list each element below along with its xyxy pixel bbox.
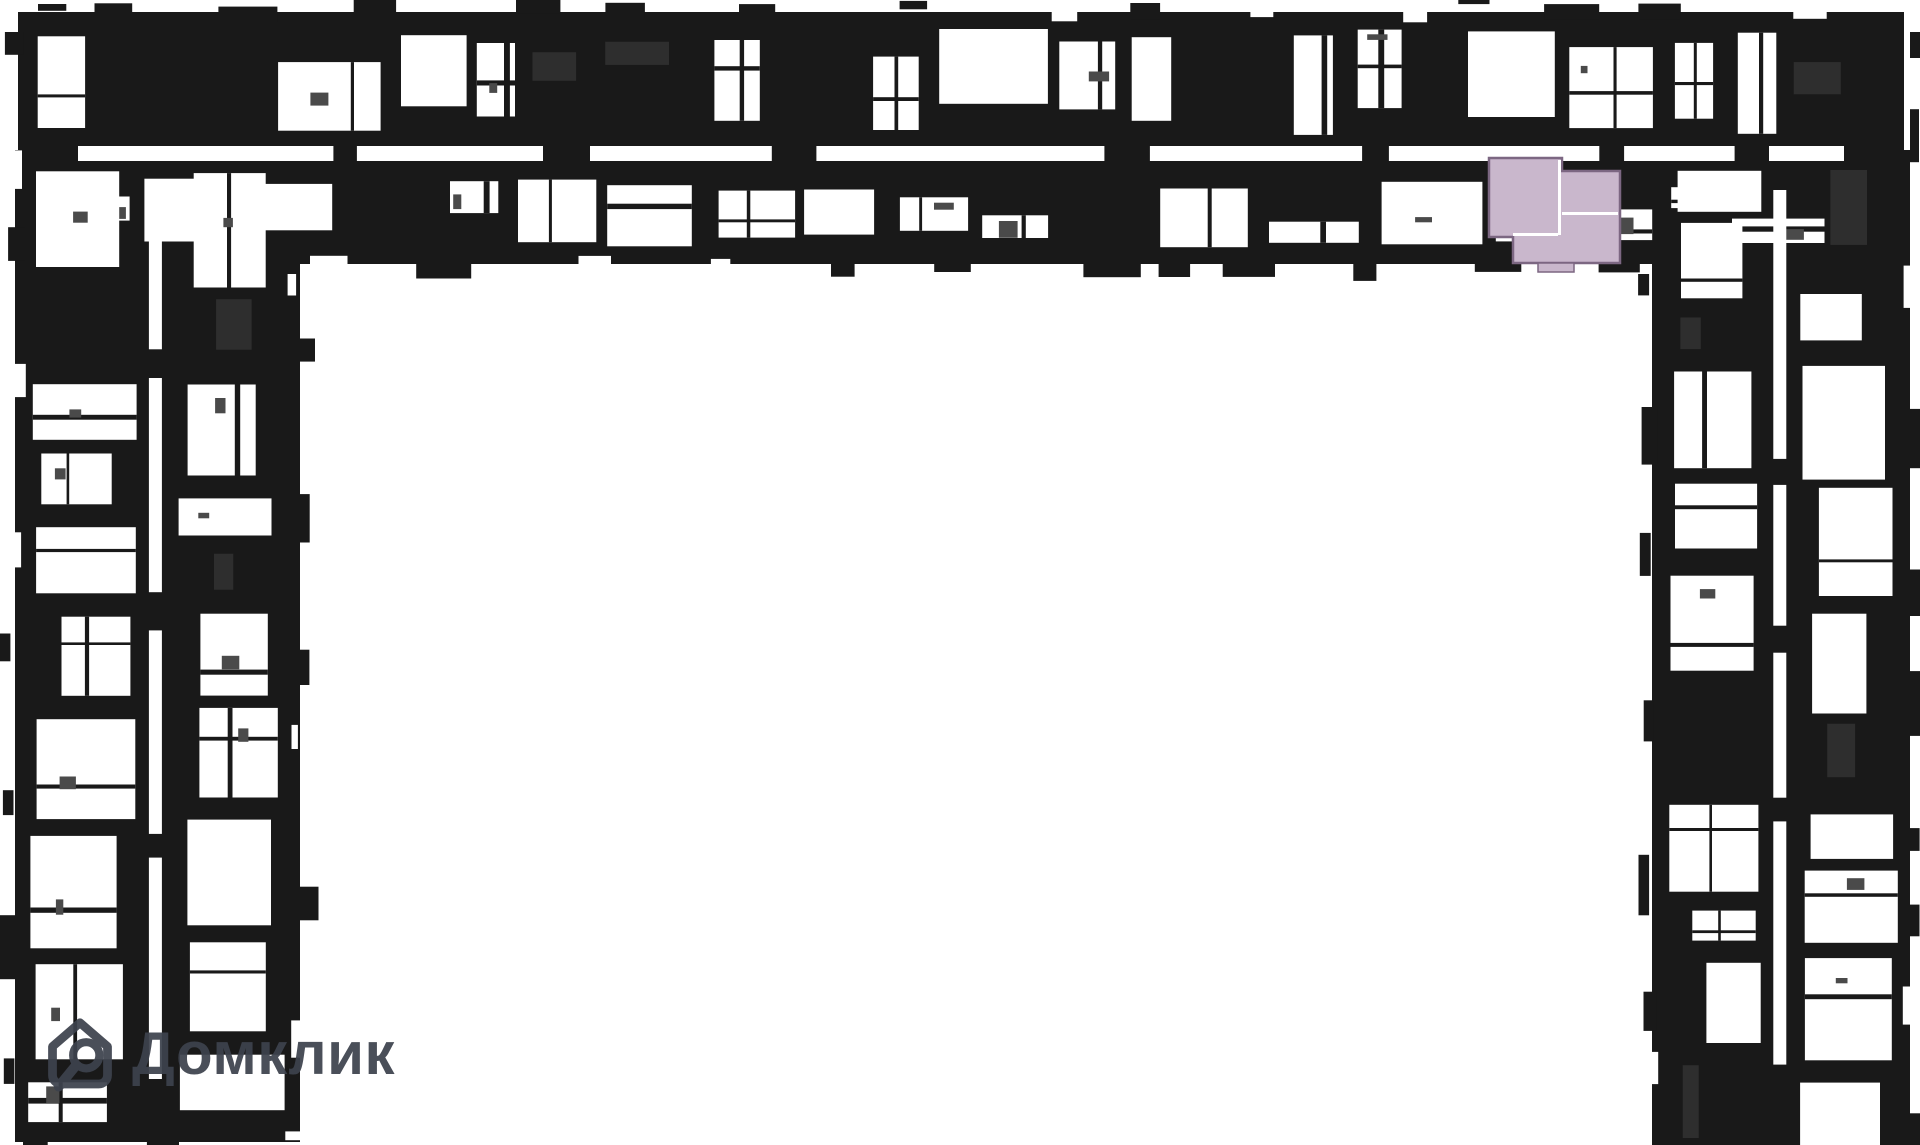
selected-apartment-highlight[interactable] bbox=[1487, 156, 1622, 273]
domclick-logo: Домклик bbox=[40, 1014, 395, 1094]
domclick-house-icon bbox=[48, 1018, 112, 1092]
domclick-logo-text: Домклик bbox=[132, 1020, 396, 1087]
